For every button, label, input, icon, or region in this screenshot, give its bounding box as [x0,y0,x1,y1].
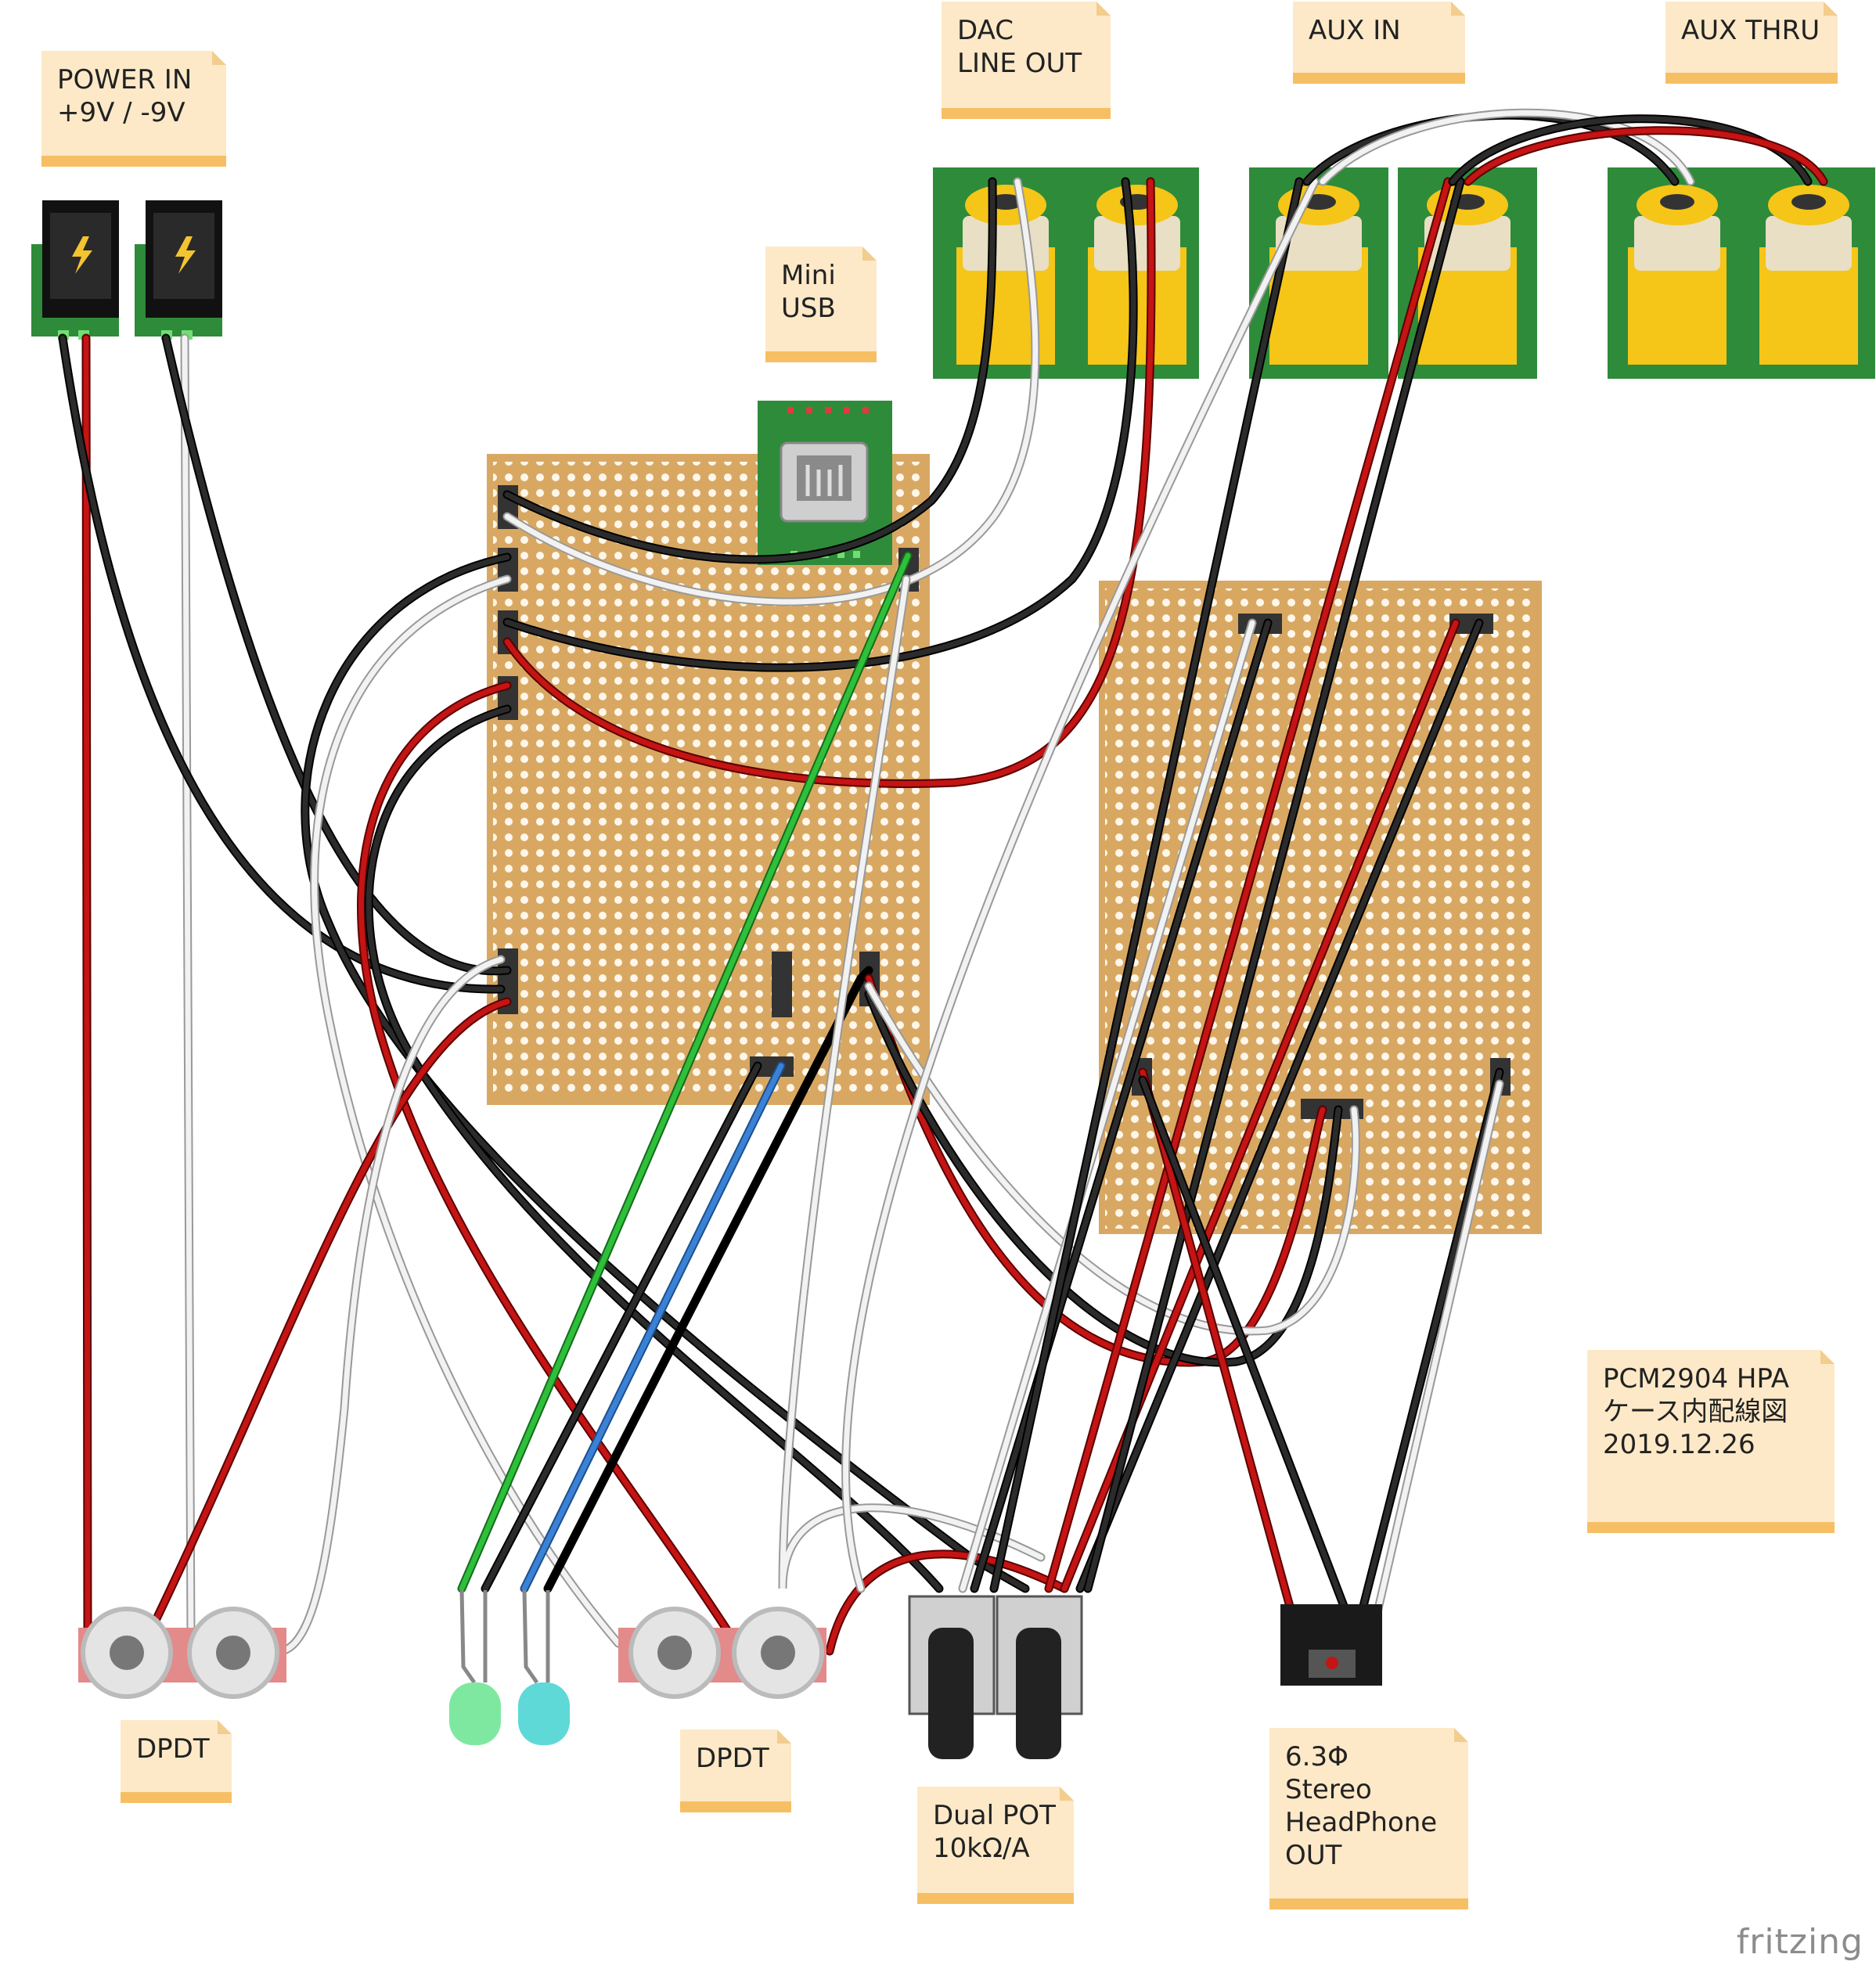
hp-line3: HeadPhone [1285,1807,1438,1838]
title-line2: ケース内配線図 [1603,1396,1788,1427]
dpdt-switch-right [618,1607,826,1699]
dual-pot-line2: 10kΩ/A [933,1833,1030,1864]
rca-board-aux-thru [1608,167,1875,379]
dc-jack-1 [31,200,119,340]
wires [58,108,1828,1656]
rca-jack-aux-in-l [1269,185,1368,365]
rca-board-dac [933,167,1199,379]
title-date: 2019.12.26 [1603,1429,1755,1460]
dpdt-right-line1: DPDT [696,1743,769,1774]
note-dpdt-left: DPDT [121,1720,232,1803]
headphone-jack [1280,1604,1382,1686]
dual-potentiometer [908,1595,1083,1759]
note-headphone: 6.3Φ Stereo HeadPhone OUT [1269,1728,1468,1909]
note-dpdt-right: DPDT [680,1729,791,1812]
dual-pot-line1: Dual POT [933,1800,1056,1831]
led-green [449,1589,501,1745]
note-dac-line-out: DAC LINE OUT [942,2,1111,119]
note-title: PCM2904 HPA ケース内配線図 2019.12.26 [1587,1350,1835,1533]
note-usb-line1: Mini [781,260,836,291]
title-line1: PCM2904 HPA [1603,1363,1790,1395]
lightning-icon [175,236,196,274]
fritzing-logo: fritzing [1736,1922,1863,1962]
note-power-in-line1: POWER IN [57,64,193,95]
note-aux-in: AUX IN [1293,2,1465,84]
dc-jack-2 [135,200,222,340]
note-dac-line2: LINE OUT [957,48,1082,79]
note-power-in: POWER IN +9V / -9V [41,51,226,167]
note-usb-line2: USB [781,293,836,324]
dpdt-switch-left [78,1607,286,1699]
note-aux-thru: AUX THRU [1665,2,1838,84]
rca-jack-dac-l [956,185,1055,365]
hp-line2: Stereo [1285,1774,1372,1805]
note-dac-line1: DAC [957,15,1014,46]
usb-port-icon [780,441,869,523]
note-mini-usb: Mini USB [765,247,877,362]
note-power-in-line2: +9V / -9V [57,97,185,128]
hp-line4: OUT [1285,1840,1342,1871]
note-aux-in-line1: AUX IN [1309,15,1401,46]
lightning-icon [72,236,92,274]
rca-jack-aux-thru-l [1628,185,1727,365]
led-cyan [518,1589,570,1745]
hp-line1: 6.3Φ [1285,1741,1348,1772]
note-dual-pot: Dual POT 10kΩ/A [917,1787,1074,1904]
rca-jack-aux-thru-r [1759,185,1858,365]
note-aux-thru-line1: AUX THRU [1681,15,1820,46]
dpdt-left-line1: DPDT [136,1733,210,1765]
